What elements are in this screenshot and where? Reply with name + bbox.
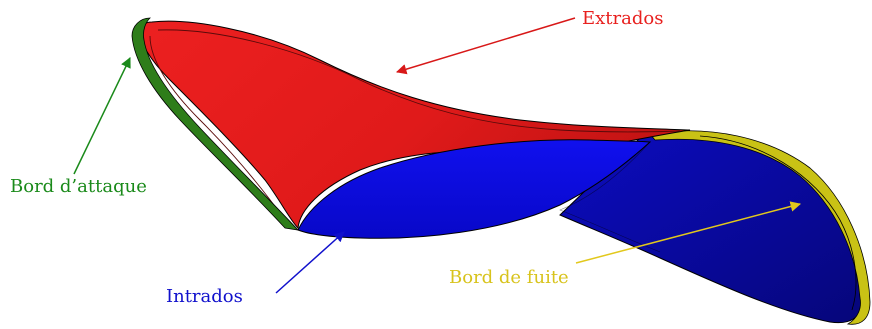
label-intrados: Intrados [166, 286, 243, 307]
label-bord-fuite: Bord de fuite [449, 267, 569, 288]
label-extrados: Extrados [582, 8, 663, 29]
label-bord-attaque: Bord d’attaque [10, 176, 147, 197]
intrados-arrow [276, 232, 344, 293]
bord-attaque-arrow [74, 58, 130, 174]
extrados-arrow [397, 18, 575, 72]
